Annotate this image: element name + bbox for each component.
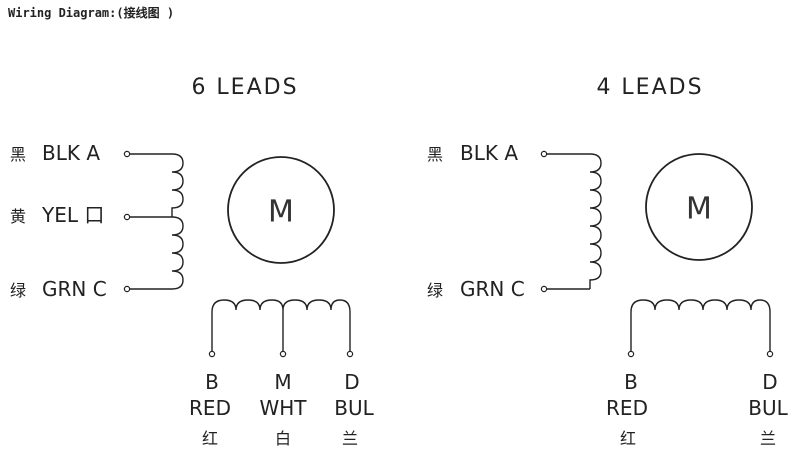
four-leads-left-coil <box>540 150 602 293</box>
lead-cn-label: 红 <box>620 429 636 448</box>
lead-letter: B <box>205 370 219 394</box>
six-leads-motor-label: M <box>268 195 294 230</box>
six-leads-motor-icon: M <box>227 156 335 264</box>
lead-label: BLK A <box>42 141 100 165</box>
lead-color: RED <box>606 396 648 420</box>
six-leads-bottom-lead-red: B RED 红 <box>189 370 231 448</box>
lead-letter: B <box>624 370 638 394</box>
six-leads-bottom-lead-bul: D BUL 兰 <box>334 370 374 448</box>
six-leads-lead-blk: 黑 BLK A <box>10 141 100 165</box>
six-leads-lead-yel: 黄 YEL 口 <box>10 203 104 227</box>
lead-label: BLK A <box>460 141 518 165</box>
six-leads-left-coil <box>123 150 184 293</box>
header-title: Wiring Diagram:(接线图 ) <box>8 5 174 20</box>
six-leads-diagram: 6 LEADS M 黑 BLK A 黄 YEL 口 绿 GRN C <box>10 75 375 448</box>
lead-letter: D <box>344 370 359 394</box>
lead-letter: M <box>274 370 291 394</box>
lead-cn-label: 兰 <box>760 429 776 448</box>
lead-cn-label: 兰 <box>342 429 358 448</box>
lead-cn-label: 红 <box>202 429 218 448</box>
four-leads-title: 4 LEADS <box>596 75 703 100</box>
four-leads-lead-blk: 黑 BLK A <box>427 141 518 165</box>
four-leads-bottom-coil <box>627 299 774 358</box>
lead-cn-label: 黄 <box>10 207 26 226</box>
four-leads-bottom-lead-red: B RED 红 <box>606 370 648 448</box>
lead-cn-label: 白 <box>275 429 291 448</box>
six-leads-title: 6 LEADS <box>191 75 298 100</box>
lead-cn-label: 绿 <box>427 281 443 300</box>
four-leads-motor-label: M <box>686 192 712 227</box>
lead-color: RED <box>189 396 231 420</box>
six-leads-bottom-lead-wht: M WHT 白 <box>259 370 307 448</box>
lead-letter: D <box>762 370 777 394</box>
lead-color: BUL <box>334 396 374 420</box>
lead-label: GRN C <box>460 277 525 301</box>
lead-color: BUL <box>748 396 788 420</box>
lead-cn-label: 黑 <box>10 145 26 164</box>
six-leads-bottom-coil <box>208 299 354 358</box>
four-leads-lead-grn: 绿 GRN C <box>427 277 525 301</box>
lead-color: WHT <box>259 396 307 420</box>
six-leads-lead-grn: 绿 GRN C <box>10 277 107 301</box>
lead-label: YEL 口 <box>41 203 104 227</box>
lead-cn-label: 黑 <box>427 145 443 164</box>
lead-label: GRN C <box>42 277 107 301</box>
lead-cn-label: 绿 <box>10 281 26 300</box>
four-leads-bottom-lead-bul: D BUL 兰 <box>748 370 788 448</box>
four-leads-motor-icon: M <box>645 153 753 261</box>
four-leads-diagram: 4 LEADS M 黑 BLK A 绿 GRN C <box>427 75 789 448</box>
